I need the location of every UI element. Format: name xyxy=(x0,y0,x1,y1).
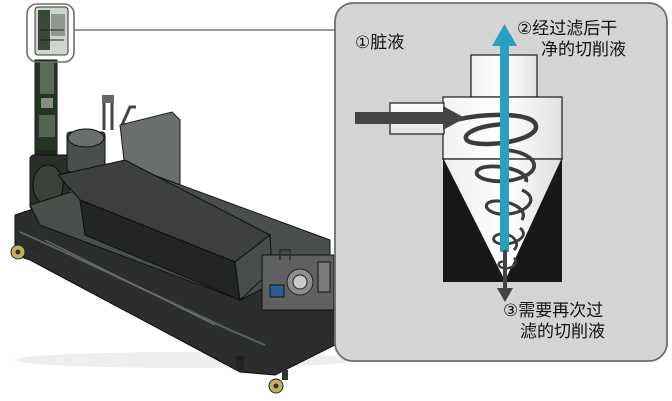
label-clean-line1: 经过滤后干 xyxy=(532,19,618,39)
label-dirty-text: 脏液 xyxy=(370,33,405,53)
clean-liquid-arrow xyxy=(492,24,517,252)
label-clean-number: ② xyxy=(517,19,533,39)
highlight-box xyxy=(26,3,75,63)
label-dirty-number: ① xyxy=(355,33,371,53)
casters xyxy=(10,241,288,394)
label-refilter-number: ③ xyxy=(503,301,519,321)
label-dirty-liquid: ①脏液 xyxy=(355,33,404,54)
label-clean-line2: 净的切削液 xyxy=(541,40,626,60)
refilter-arrow xyxy=(497,250,513,302)
label-clean-liquid: ②经过滤后干 净的切削液 xyxy=(517,19,626,61)
label-refilter-line2: 滤的切削液 xyxy=(520,322,605,342)
dirty-liquid-arrow xyxy=(355,106,465,130)
filtration-machine xyxy=(10,3,355,394)
label-refilter-liquid: ③需要再次过 滤的切削液 xyxy=(503,301,605,343)
label-refilter-line1: 需要再次过 xyxy=(518,301,604,321)
